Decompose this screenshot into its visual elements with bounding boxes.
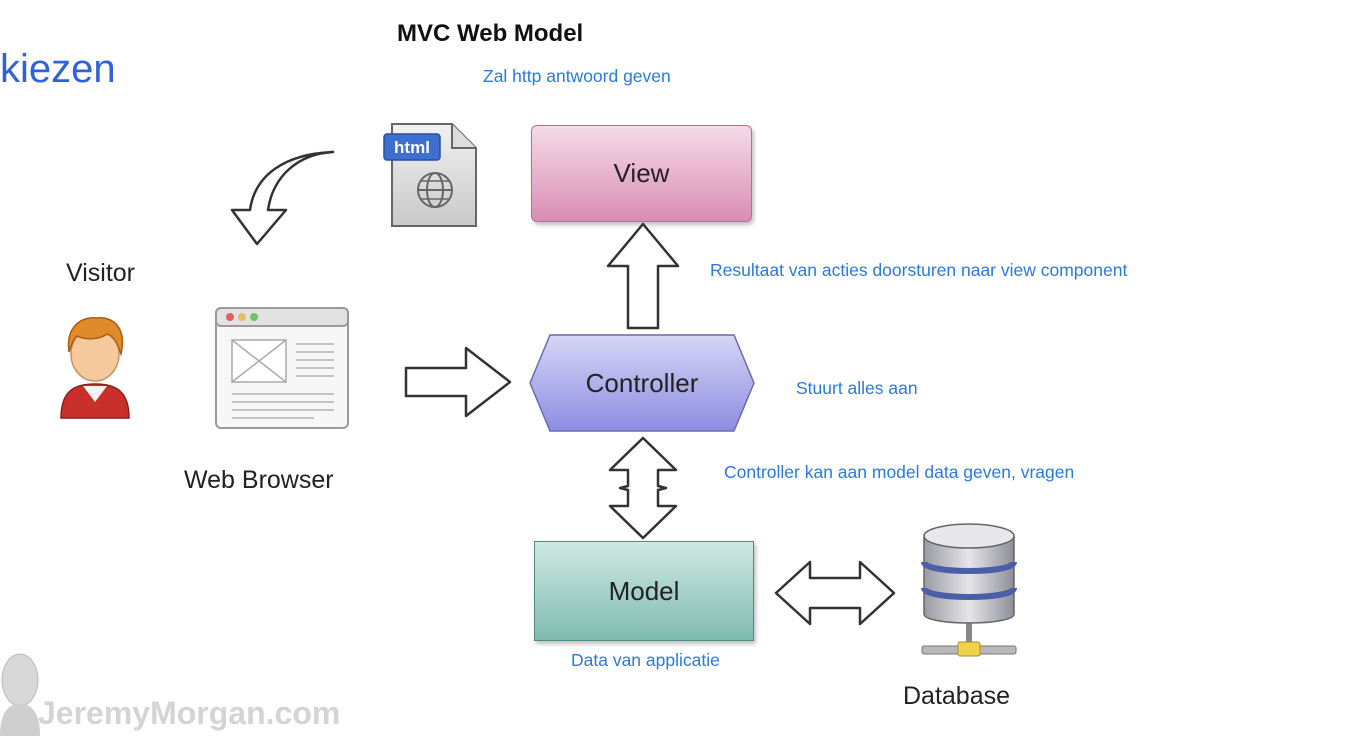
request-arrow-icon [404, 346, 512, 418]
controller-box: Controller [528, 333, 756, 433]
database-label: Database [903, 682, 1011, 710]
view-annotation: Zal http antwoord geven [483, 66, 671, 86]
controller-annotation: Stuurt alles aan [796, 378, 918, 398]
diagram-title: MVC Web Model [397, 20, 584, 47]
html-badge-label: html [394, 138, 430, 157]
model-database-arrow-icon [774, 560, 896, 626]
html-document-icon: html [383, 123, 477, 227]
view-box: View [531, 125, 752, 222]
database-icon [921, 523, 1017, 657]
view-label: View [613, 158, 670, 188]
curved-response-arrow-icon [230, 150, 335, 246]
page-heading-fragment: kiezen [0, 47, 116, 91]
visitor-avatar-icon [60, 316, 130, 419]
visitor-label: Visitor [66, 259, 136, 287]
watermark-text: JeremyMorgan.com [38, 695, 341, 731]
web-browser-icon [215, 307, 349, 429]
controller-model-arrow-icon [608, 436, 678, 540]
controller-label: Controller [585, 367, 699, 398]
controller-model-annotation: Controller kan aan model data geven, vra… [724, 462, 1075, 482]
controller-to-view-arrow-icon [606, 222, 680, 330]
model-label: Model [608, 575, 680, 606]
model-box: Model [534, 541, 754, 641]
watermark-avatar-icon [0, 653, 40, 736]
model-annotation: Data van applicatie [571, 650, 720, 670]
controller-shape [529, 334, 755, 432]
web-browser-label: Web Browser [184, 466, 334, 494]
results-annotation: Resultaat van acties doorsturen naar vie… [710, 260, 1128, 280]
